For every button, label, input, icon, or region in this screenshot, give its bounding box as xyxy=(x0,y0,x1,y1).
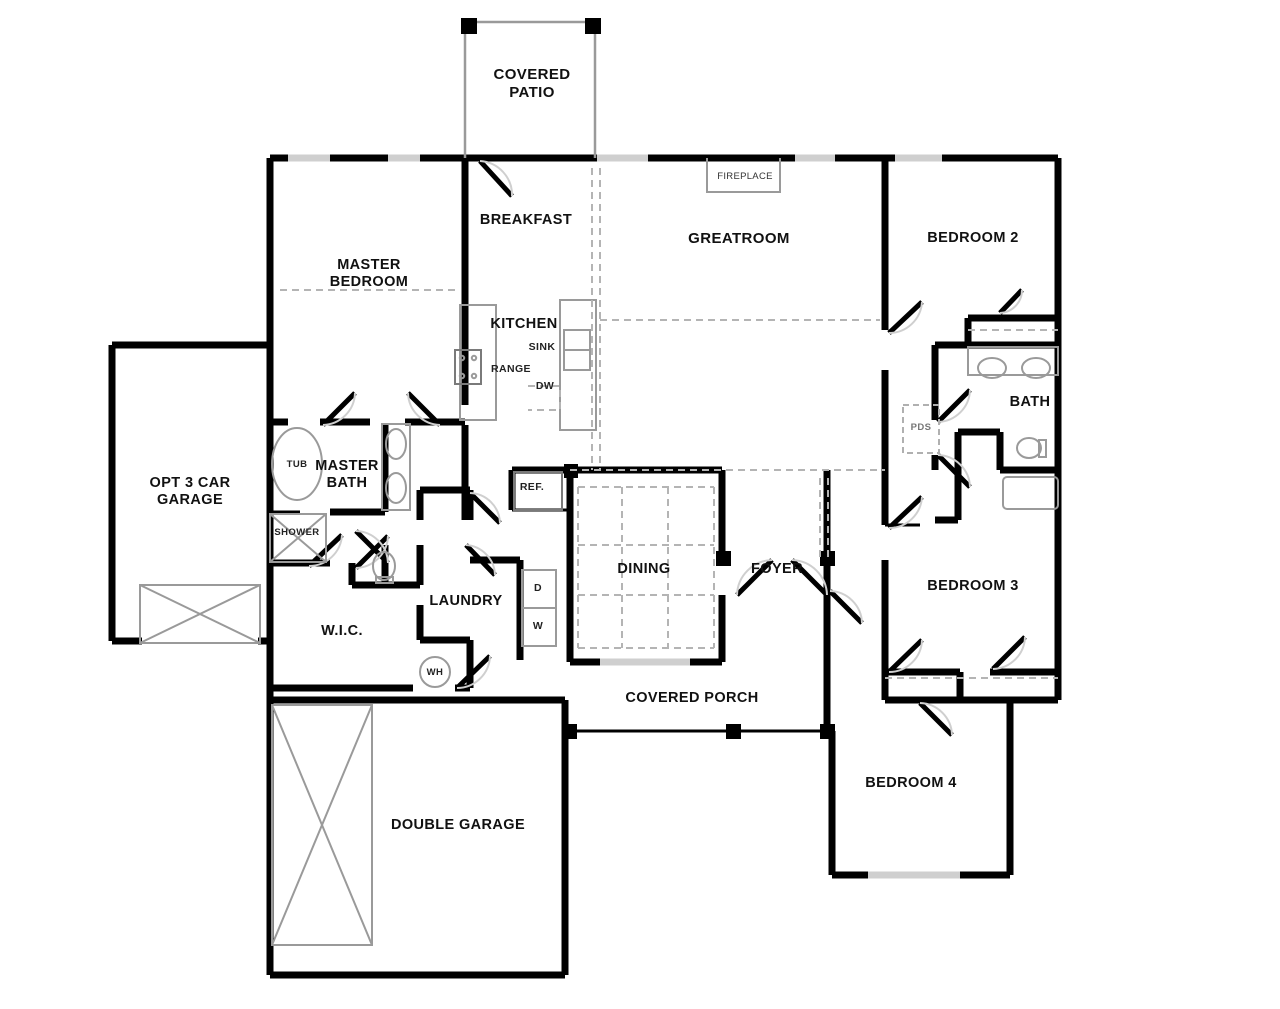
fixture-label-range: RANGE xyxy=(491,363,531,375)
room-label-opt-3-car-garage: OPT 3 CAR GARAGE xyxy=(149,475,231,509)
room-label-master-bedroom: MASTER BEDROOM xyxy=(329,257,409,291)
fixture-label-refrigerator: REF. xyxy=(519,481,545,493)
fixture-label-water-heater: WH xyxy=(426,667,444,678)
fixture-label-tub: TUB xyxy=(286,459,308,470)
room-label-master-bath: MASTER BATH xyxy=(315,458,379,492)
room-label-bedroom-3: BEDROOM 3 xyxy=(927,578,1019,594)
room-label-dining: DINING xyxy=(617,561,671,577)
fixture-label-fireplace: FIREPLACE xyxy=(717,171,773,182)
fixture-label-sink: SINK xyxy=(528,341,556,353)
room-label-wic: W.I.C. xyxy=(321,623,363,639)
fixture-label-shower: SHOWER xyxy=(274,527,320,538)
room-label-bedroom-4: BEDROOM 4 xyxy=(865,775,957,791)
room-label-bedroom-2: BEDROOM 2 xyxy=(927,230,1019,246)
room-label-laundry: LAUNDRY xyxy=(429,593,503,609)
room-label-foyer: FOYER xyxy=(751,561,803,577)
room-label-greatroom: GREATROOM xyxy=(688,230,790,247)
fixture-label-pull-down-stairs: PDS xyxy=(910,422,932,433)
room-label-double-garage: DOUBLE GARAGE xyxy=(390,817,526,833)
fixture-label-washer: W xyxy=(532,620,544,632)
fixture-label-dryer: D xyxy=(534,582,542,594)
room-label-breakfast: BREAKFAST xyxy=(479,212,573,228)
fixture-label-dishwasher: DW xyxy=(535,380,555,392)
room-label-covered-patio: COVERED PATIO xyxy=(493,66,571,101)
room-label-bath: BATH xyxy=(1009,394,1051,410)
room-label-kitchen: KITCHEN xyxy=(490,316,558,332)
room-label-covered-porch: COVERED PORCH xyxy=(625,690,759,706)
